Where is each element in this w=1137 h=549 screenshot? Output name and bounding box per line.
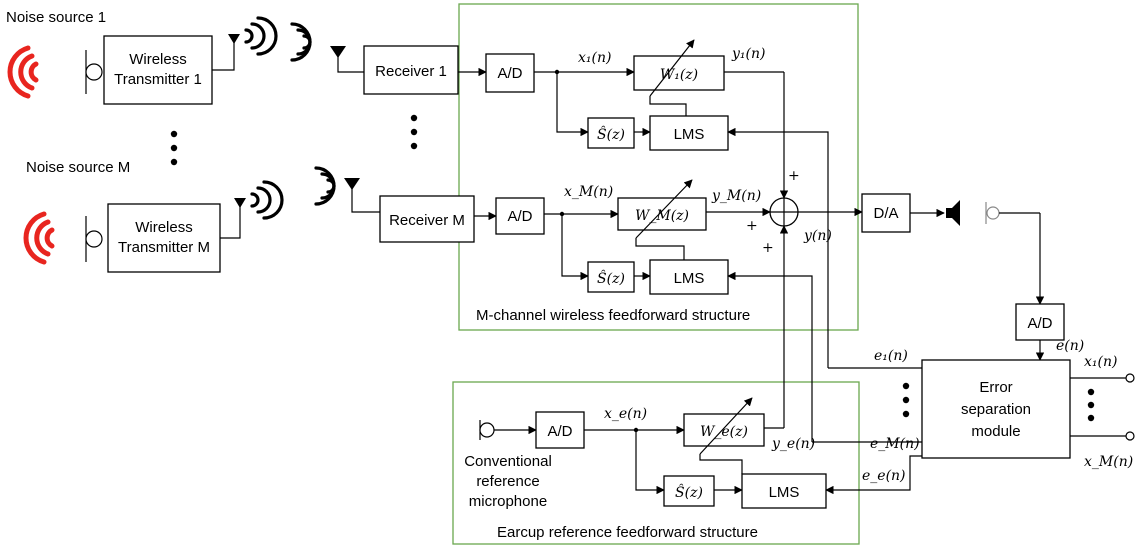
ad-converter-error-label: A/D (1027, 315, 1052, 332)
receiver-1 (363, 45, 459, 95)
error-module-line2: separation (961, 401, 1031, 418)
e1n-label: e₁(n) (874, 348, 908, 364)
secondary-path-estimate-e (663, 475, 715, 507)
microphone-m-icon (85, 216, 103, 262)
plus-sign-m: + (746, 218, 758, 234)
wireless-group-caption: M-channel wireless feedforward structure (476, 307, 750, 324)
wire-xm-sm (561, 214, 589, 281)
transmit-antenna-m-icon (220, 180, 284, 239)
da-converter (861, 193, 911, 233)
output-terminal-xm (1125, 431, 1135, 441)
adaptive-filter-wm (617, 197, 707, 231)
earcup-group-border (452, 381, 860, 545)
secondary-path-estimate-m (587, 261, 635, 293)
receive-waves-1-icon (290, 22, 312, 62)
xmn-label: x_M(n) (564, 184, 613, 200)
yen-label: y_e(n) (771, 436, 815, 452)
ad-converter-m (495, 197, 545, 235)
lms-m-label: LMS (674, 270, 705, 287)
sm-label: Ŝ(z) (597, 269, 625, 287)
y1n-label: y₁(n) (731, 46, 765, 62)
reference-microphone-icon (479, 420, 495, 440)
yn-label: y(n) (803, 228, 832, 244)
output-ellipsis (1087, 388, 1095, 422)
lms-1 (649, 115, 729, 151)
noise-source-m-label: Noise source M (26, 159, 130, 176)
plus-sign-e: + (762, 240, 774, 256)
wireless-transmitter-m-line1: Wireless (135, 219, 193, 236)
een-label: e_e(n) (862, 468, 906, 484)
error-microphone-icon (985, 202, 1040, 224)
output-terminal-x1 (1125, 373, 1135, 383)
adaptive-filter-we (683, 413, 765, 447)
ad-converter-e-label: A/D (547, 423, 572, 440)
error-module-line3: module (971, 423, 1020, 440)
transmit-antenna-1-icon (212, 16, 278, 71)
w1z-label: W₁(z) (660, 67, 698, 83)
wez-label: W_e(z) (700, 424, 748, 440)
ad-converter-1-label: A/D (497, 65, 522, 82)
noise-waves-m-icon (23, 211, 55, 265)
wireless-transmitter-m (107, 203, 221, 273)
xen-label: x_e(n) (604, 406, 647, 422)
wireless-transmitter-m-line2: Transmitter M (118, 239, 210, 256)
conv-mic-line1: Conventional (464, 453, 552, 470)
receiver-m-label: Receiver M (389, 212, 465, 229)
da-converter-label: D/A (873, 205, 898, 222)
en-label: e(n) (1056, 338, 1084, 354)
emn-label: e_M(n) (870, 436, 920, 452)
ad-converter-1 (485, 53, 535, 93)
receive-waves-m-icon (314, 166, 336, 206)
wire-em-lmsm (727, 271, 813, 442)
ad-converter-m-label: A/D (507, 208, 532, 225)
wmz-label: W_M(z) (635, 208, 689, 224)
receiver-m (379, 195, 475, 243)
adapt-arrow-we (699, 397, 753, 455)
microphone-1-icon (85, 50, 103, 94)
conv-mic-line2: reference (476, 473, 539, 490)
receive-antenna-1-icon (330, 46, 364, 73)
error-outputs-ellipsis (902, 382, 910, 418)
wire-lmse-we (699, 454, 743, 474)
conv-mic-line3: microphone (469, 493, 547, 510)
x1n-out-label: x₁(n) (1084, 354, 1117, 370)
receive-antenna-m-icon (344, 178, 380, 213)
lms-1-label: LMS (674, 126, 705, 143)
wire-e1-lms1 (727, 127, 829, 368)
wire-xe-se (635, 430, 665, 495)
ymn-label: y_M(n) (711, 188, 761, 204)
se-label: Ŝ(z) (675, 483, 703, 501)
receiver-1-label: Receiver 1 (375, 63, 447, 80)
s1-label: Ŝ(z) (597, 125, 625, 143)
loudspeaker-icon (946, 200, 960, 226)
noise-source-1-label: Noise source 1 (6, 9, 106, 26)
adapt-arrow-wm (635, 179, 693, 239)
xmn-out-label: x_M(n) (1084, 454, 1133, 470)
wire-ee-lmse (825, 455, 922, 495)
adaptive-filter-w1 (633, 55, 725, 91)
wire-lmsm-wm (635, 238, 685, 262)
wireless-transmitter-1 (103, 35, 213, 105)
x1n-label: x₁(n) (578, 50, 611, 66)
wire-lms1-w1 (649, 96, 687, 118)
wireless-transmitter-1-line1: Wireless (129, 51, 187, 68)
sources-ellipsis (170, 130, 178, 166)
receivers-ellipsis (410, 114, 418, 150)
error-module-line1: Error (979, 379, 1012, 396)
noise-waves-1-icon (7, 45, 39, 99)
wireless-transmitter-1-line2: Transmitter 1 (114, 71, 202, 88)
lms-e-label: LMS (769, 484, 800, 501)
error-separation-module (921, 359, 1071, 459)
wire-x1-s1 (556, 72, 589, 137)
adapt-arrow-w1 (649, 39, 695, 97)
wireless-group-border (458, 3, 859, 331)
earcup-group-caption: Earcup reference feedforward structure (497, 524, 758, 541)
plus-sign-1: + (788, 168, 800, 184)
lms-e (741, 473, 827, 509)
ad-converter-error (1015, 303, 1065, 341)
secondary-path-estimate-1 (587, 117, 635, 149)
summing-junction (769, 197, 799, 227)
